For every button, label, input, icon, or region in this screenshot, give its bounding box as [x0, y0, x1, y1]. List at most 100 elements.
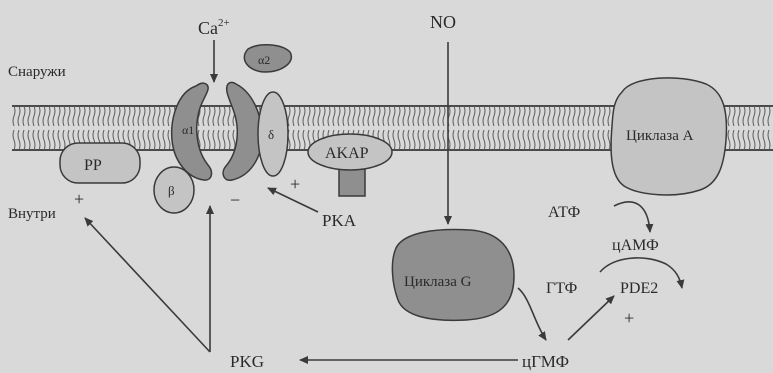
lipid-tail: [548, 106, 550, 126]
lipid-tail: [158, 106, 160, 126]
lipid-tail: [473, 106, 475, 126]
lipid-tail: [393, 106, 395, 126]
lipid-tail: [373, 106, 375, 126]
lipid-tail: [513, 106, 515, 126]
lipid-tail: [168, 106, 170, 126]
lipid-tail: [518, 130, 520, 150]
lipid-tail: [228, 130, 230, 150]
lipid-tail: [538, 106, 540, 126]
lipid-tail: [428, 130, 430, 150]
lipid-tail: [288, 106, 290, 126]
label-inside: Внутри: [8, 206, 56, 222]
lipid-tail: [413, 130, 415, 150]
gtp-to-cgmp-arrow: [518, 288, 546, 340]
lipid-tail: [523, 106, 525, 126]
label-delta: δ: [268, 127, 274, 142]
lipid-tail: [578, 130, 580, 150]
lipid-tail: [158, 130, 160, 150]
lipid-tail: [583, 130, 585, 150]
lipid-tail: [533, 106, 535, 126]
lipid-tail: [73, 106, 75, 126]
lipid-tail: [418, 106, 420, 126]
atp-to-camp-arrow: [614, 202, 650, 232]
lipid-tail: [433, 130, 435, 150]
lipid-tail: [213, 130, 215, 150]
lipid-tail: [63, 106, 65, 126]
lipid-tail: [503, 130, 505, 150]
lipid-tail: [208, 130, 210, 150]
lipid-tail: [478, 106, 480, 126]
lipid-tail: [88, 106, 90, 126]
label-cgmp: цГМФ: [522, 352, 569, 371]
lipid-tail: [163, 106, 165, 126]
pkg-to-pp-arrow: [85, 218, 210, 352]
lipid-tail: [478, 130, 480, 150]
lipid-tail: [428, 106, 430, 126]
lipid-tail: [498, 106, 500, 126]
lipid-tail: [28, 130, 30, 150]
lipid-tail: [588, 130, 590, 150]
lipid-tail: [508, 106, 510, 126]
lipid-tail: [763, 130, 765, 150]
lipid-tail: [748, 130, 750, 150]
lipid-tail: [363, 106, 365, 126]
lipid-tail: [518, 106, 520, 126]
lipid-tail: [338, 106, 340, 126]
lipid-tail: [733, 130, 735, 150]
lipid-tail: [168, 130, 170, 150]
lipid-tail: [218, 130, 220, 150]
lipid-tail: [43, 130, 45, 150]
label-pkg: PKG: [230, 352, 264, 371]
lipid-tail: [558, 106, 560, 126]
lipid-tail: [608, 106, 610, 126]
label-outside: Снаружи: [8, 64, 66, 80]
lipid-tail: [528, 130, 530, 150]
lipid-tail: [523, 130, 525, 150]
lipid-tail: [23, 130, 25, 150]
lipid-tail: [58, 106, 60, 126]
lipid-tail: [43, 106, 45, 126]
label-alpha1: α1: [182, 123, 194, 137]
lipid-tail: [13, 106, 15, 126]
lipid-tail: [63, 130, 65, 150]
lipid-tail: [533, 130, 535, 150]
label-gtp: ГТФ: [546, 280, 577, 297]
lipid-tail: [483, 106, 485, 126]
lipid-tail: [413, 106, 415, 126]
lipid-tail: [123, 106, 125, 126]
lipid-tail: [378, 106, 380, 126]
lipid-tail: [38, 130, 40, 150]
lipid-tail: [423, 130, 425, 150]
lipid-tail: [153, 130, 155, 150]
lipid-tail: [143, 130, 145, 150]
lipid-tail: [153, 106, 155, 126]
lipid-tail: [453, 106, 455, 126]
lipid-tail: [743, 130, 745, 150]
lipid-tail: [553, 106, 555, 126]
lipid-tail: [438, 130, 440, 150]
lipid-tail: [753, 130, 755, 150]
lipid-tail: [108, 106, 110, 126]
lipid-tail: [558, 130, 560, 150]
label-plus-pde2: +: [624, 308, 634, 328]
lipid-tail: [83, 106, 85, 126]
cgmp-to-pde2-arrow: [568, 296, 614, 340]
lipid-tail: [298, 130, 300, 150]
lipid-tail: [603, 106, 605, 126]
label-pde2: PDE2: [620, 280, 658, 297]
lipid-tail: [768, 106, 770, 126]
lipid-tail: [293, 130, 295, 150]
lipid-tail: [368, 106, 370, 126]
lipid-tail: [323, 106, 325, 126]
lipid-tail: [138, 130, 140, 150]
lipid-tail: [328, 106, 330, 126]
lipid-tail: [53, 130, 55, 150]
lipid-tail: [608, 130, 610, 150]
lipid-tail: [543, 130, 545, 150]
lipid-tail: [143, 106, 145, 126]
label-cyclase-a: Циклаза А: [626, 128, 694, 144]
lipid-tail: [148, 106, 150, 126]
lipid-tail: [573, 130, 575, 150]
lipid-tail: [733, 106, 735, 126]
